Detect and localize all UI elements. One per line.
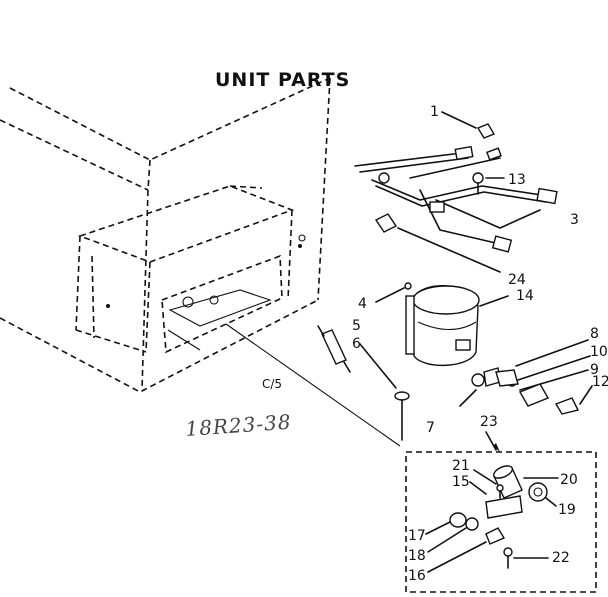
grommet-part-6 <box>359 343 410 441</box>
callout-6: 6 <box>352 336 361 352</box>
callout-4: 4 <box>358 296 367 312</box>
bracket-part-12 <box>554 385 593 415</box>
cabinet-label: C/5 <box>262 377 282 391</box>
callout-7: 7 <box>426 420 435 436</box>
callout-9: 9 <box>590 362 599 378</box>
diagram-title: UNIT PARTS <box>215 69 350 91</box>
callout-24: 24 <box>508 272 526 288</box>
callout-5: 5 <box>352 318 361 334</box>
wire-harness <box>354 145 558 253</box>
capacitor-part-20 <box>492 465 559 499</box>
callout-3: 3 <box>570 212 579 228</box>
washer-part-16 <box>427 527 506 573</box>
cabinet-compressor-sketch <box>106 234 306 351</box>
callout-20: 20 <box>560 472 578 488</box>
callout-1: 1 <box>430 104 439 120</box>
overload-part-9 <box>518 383 550 407</box>
callout-14: 14 <box>516 288 534 304</box>
callout-21: 21 <box>452 458 470 474</box>
callout-19: 19 <box>558 502 576 518</box>
cap-part-19 <box>528 482 557 507</box>
relay-assembly <box>459 339 591 407</box>
callout-15: 15 <box>452 474 470 490</box>
clip-part-24 <box>374 213 501 273</box>
cap-part-17 <box>425 512 467 535</box>
callout-12: 12 <box>592 374 608 390</box>
callout-8: 8 <box>590 326 599 342</box>
screw-part-13 <box>472 172 505 195</box>
compressor-part-14 <box>405 285 509 367</box>
drier-part-5 <box>317 325 351 373</box>
screw-part-21 <box>473 469 504 499</box>
nut-part-18 <box>427 517 479 553</box>
clip-part-15 <box>469 481 523 519</box>
handwritten-note: 18R23-38 <box>185 410 293 441</box>
kit-box <box>405 431 597 593</box>
mount-part-4 <box>375 282 412 303</box>
callout-17: 17 <box>408 528 426 544</box>
callout-13: 13 <box>508 172 526 188</box>
cabinet-outline <box>0 77 331 393</box>
callout-22: 22 <box>552 550 570 566</box>
callout-10: 10 <box>590 344 608 360</box>
callout-18: 18 <box>408 548 426 564</box>
plug-part-1 <box>441 111 496 139</box>
callout-16: 16 <box>408 568 426 584</box>
screw-part-22 <box>503 547 549 569</box>
kit-callout-label: 23 <box>480 414 498 430</box>
cabinet-leader-line <box>225 323 401 447</box>
